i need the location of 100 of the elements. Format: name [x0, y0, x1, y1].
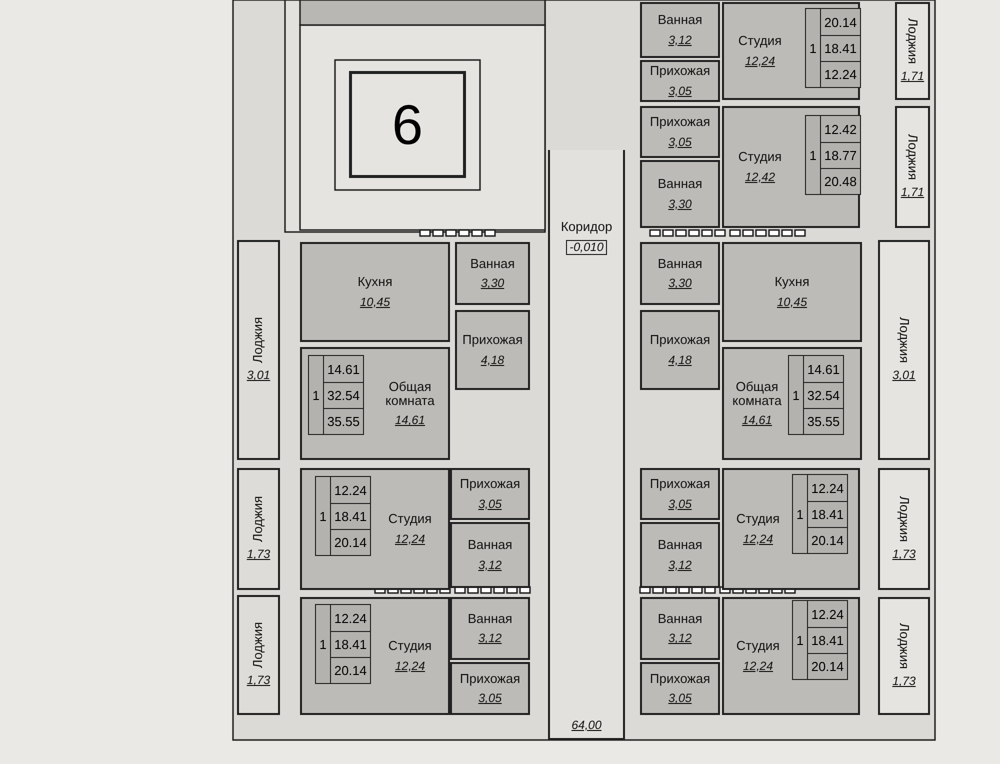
area-value: 12.42: [820, 116, 860, 142]
room-name: Кухня: [358, 275, 392, 290]
room-area: 3,30: [668, 198, 692, 211]
room-name: Кухня: [774, 275, 810, 290]
room-count: 1: [318, 636, 328, 654]
room-name: Лоджия: [905, 134, 920, 180]
area-value: 20.14: [807, 653, 847, 679]
area-value: 12.24: [330, 605, 370, 631]
room-name: Лоджия: [251, 496, 266, 542]
room-area: 12,24: [742, 532, 774, 546]
room-area: 14,61: [742, 414, 772, 428]
area-value: 20.14: [330, 529, 370, 555]
room-area: 12,24: [744, 54, 776, 68]
area-value: 18.41: [807, 627, 847, 653]
room-name: Лоджия: [251, 622, 266, 668]
loggia: [878, 240, 930, 460]
room-area: 12,24: [394, 660, 426, 673]
room: [455, 242, 530, 305]
room-area: 10,45: [360, 296, 390, 309]
area-value: 18.41: [820, 35, 860, 61]
room: [640, 160, 720, 228]
loggia: [237, 595, 280, 715]
room-name: Студия: [738, 34, 782, 49]
room-area: 12,42: [744, 170, 776, 184]
room-count: 1: [791, 386, 801, 404]
room-name: Студия: [388, 639, 432, 654]
room-name: Ванная: [658, 177, 702, 192]
room: [640, 522, 720, 588]
loggia: [237, 240, 280, 460]
room: [300, 242, 450, 342]
room: [640, 310, 720, 390]
room-count: 1: [795, 632, 805, 650]
room-area: 3,01: [892, 369, 916, 383]
room-area: 3,30: [668, 277, 692, 290]
area-value: 14.61: [323, 356, 363, 382]
room-area: 1,73: [246, 548, 270, 562]
area-value: 35.55: [803, 408, 843, 434]
room: [640, 60, 720, 102]
room-area: 3,05: [668, 84, 692, 98]
room-name: Коридор: [560, 220, 612, 234]
area-value: 18.41: [330, 503, 370, 529]
room-count: 1: [808, 146, 818, 164]
room-count: 1: [808, 40, 818, 58]
room-name: Прихожая: [650, 477, 710, 492]
room-area: 1,71: [900, 186, 924, 200]
area-value: 35.55: [323, 408, 363, 434]
room-name: Прихожая: [650, 64, 710, 79]
room-area: 12,24: [742, 660, 774, 673]
corridor: [548, 150, 625, 740]
room-area: 1,73: [892, 548, 916, 562]
room-name: Лоджия: [896, 623, 912, 670]
room: [722, 242, 862, 342]
room-area: 10,45: [776, 296, 808, 309]
room-area: 3,05: [668, 692, 692, 706]
area-value: 18.41: [807, 501, 847, 527]
area-value: 12.24: [330, 477, 370, 503]
area-value: 20.14: [807, 527, 847, 553]
loggia: [237, 468, 280, 590]
room-area: 3,12: [478, 558, 502, 572]
loggia: [878, 597, 930, 715]
room: [640, 468, 720, 520]
room: [450, 597, 530, 660]
area-value: 18.41: [330, 631, 370, 657]
room-name: Лоджия: [896, 496, 912, 542]
room-area: 64,00: [571, 718, 602, 732]
room-area: 3,05: [668, 136, 692, 149]
room-name: Ванная: [658, 13, 702, 28]
room-name: Общая комната: [731, 380, 783, 408]
room: [450, 522, 530, 588]
loggia: [895, 106, 930, 228]
area-value: 32.54: [323, 382, 363, 408]
room-area: 3,05: [668, 498, 692, 511]
room-area: 4,18: [480, 354, 504, 367]
area-value: 20.14: [820, 9, 860, 35]
section-number: 6: [392, 94, 424, 156]
section-number-frame: [350, 72, 465, 177]
area-value: 32.54: [803, 382, 843, 408]
area-value: 12.24: [807, 601, 847, 627]
room-name: Прихожая: [462, 333, 523, 348]
room-area: 1,73: [246, 674, 270, 688]
room-count: 1: [795, 506, 805, 524]
room-name: Прихожая: [460, 672, 520, 686]
room: [640, 242, 720, 305]
loggia: [895, 2, 930, 100]
room-name: Прихожая: [650, 115, 710, 130]
room: [640, 2, 720, 58]
room-name: Лоджия: [905, 18, 920, 64]
room-area: 14,61: [394, 414, 426, 428]
room-area: 1,73: [892, 675, 916, 689]
room-name: Студия: [738, 150, 782, 165]
room-name: Ванная: [658, 256, 702, 272]
loggia: [878, 468, 930, 590]
area-value: 20.14: [330, 657, 370, 683]
room-name: Лоджия: [251, 317, 266, 364]
room-area: 3,01: [246, 369, 270, 383]
room: [455, 310, 530, 390]
room-area: 3,12: [668, 632, 692, 646]
room: [640, 597, 720, 660]
room: [450, 468, 530, 520]
room-name: Ванная: [658, 538, 702, 553]
